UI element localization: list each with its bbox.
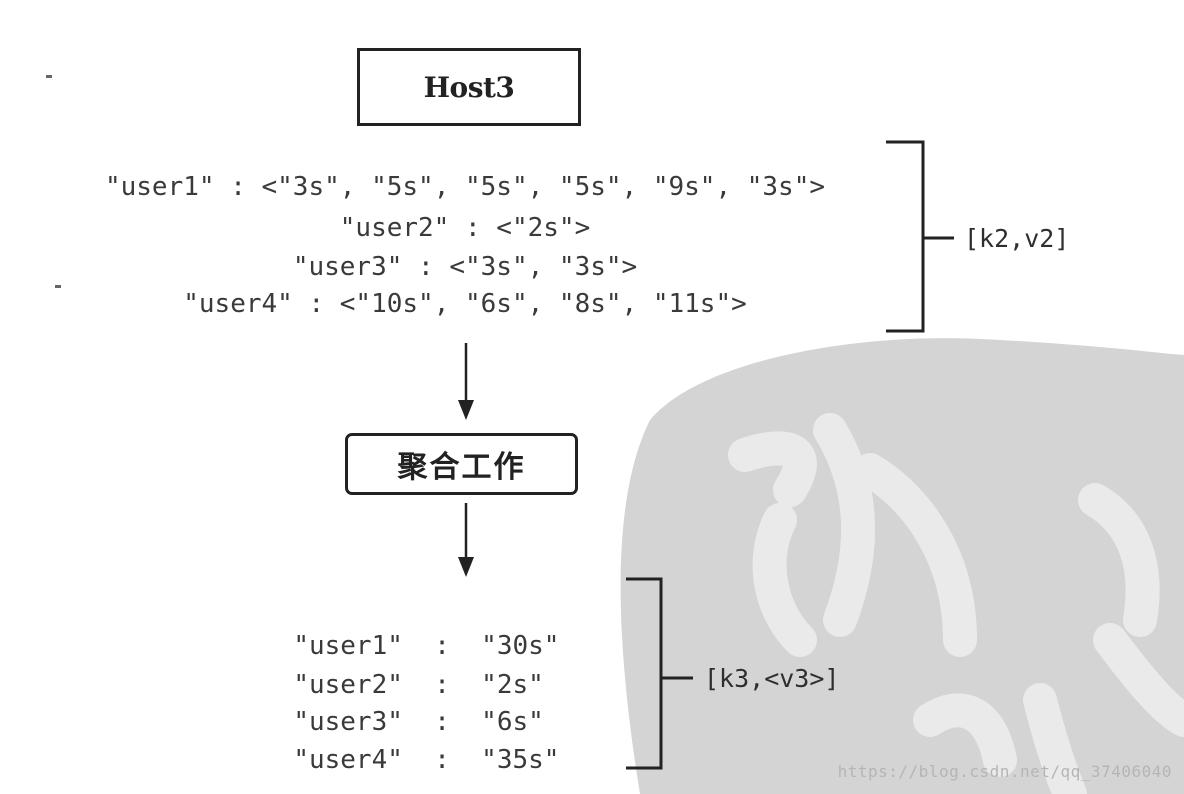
result-row: "user1" : "30s" — [262, 601, 559, 661]
result-key: "user2" — [293, 670, 403, 700]
result-key: "user4" — [293, 745, 403, 775]
k2-line-user2: "user2" : <"2s"> — [339, 213, 591, 243]
scan-speck — [55, 285, 61, 288]
result-value: "30s" — [481, 631, 560, 661]
aggregate-box-label: 聚合工作 — [397, 450, 526, 485]
result-value: "35s" — [481, 745, 560, 775]
result-row: "user2" : "2s" — [262, 640, 544, 700]
k2-line-user3: "user3" : <"3s", "3s"> — [292, 252, 638, 282]
result-sep: : — [434, 745, 450, 775]
result-value: "6s" — [481, 707, 544, 737]
result-value: "2s" — [481, 670, 544, 700]
aggregate-box: 聚合工作 — [345, 433, 578, 495]
arrow-head-icon — [458, 557, 474, 577]
k3-label: [k3,<v3>] — [704, 664, 840, 693]
result-sep: : — [434, 670, 450, 700]
result-key: "user1" — [293, 631, 403, 661]
bracket-k3 — [626, 577, 663, 770]
result-key: "user3" — [293, 707, 403, 737]
watermark-calligraphy — [728, 413, 1184, 794]
result-sep: : — [434, 631, 450, 661]
bracket-k2 — [886, 140, 925, 333]
result-sep: : — [434, 707, 450, 737]
scan-speck — [46, 75, 52, 78]
arrow-head-icon — [458, 400, 474, 420]
result-row: "user3" : "6s" — [262, 677, 544, 737]
k2-line-user1: "user1" : <"3s", "5s", "5s", "5s", "9s",… — [104, 172, 826, 202]
host-box-label: Host3 — [423, 70, 515, 104]
k2-label: [k2,v2] — [964, 224, 1070, 253]
k2-line-user4: "user4" : <"10s", "6s", "8s", "11s"> — [183, 289, 747, 319]
watermark-url: https://blog.csdn.net/qq_37406040 — [837, 762, 1172, 781]
result-row: "user4" : "35s" — [262, 715, 559, 775]
host-box: Host3 — [357, 48, 581, 126]
